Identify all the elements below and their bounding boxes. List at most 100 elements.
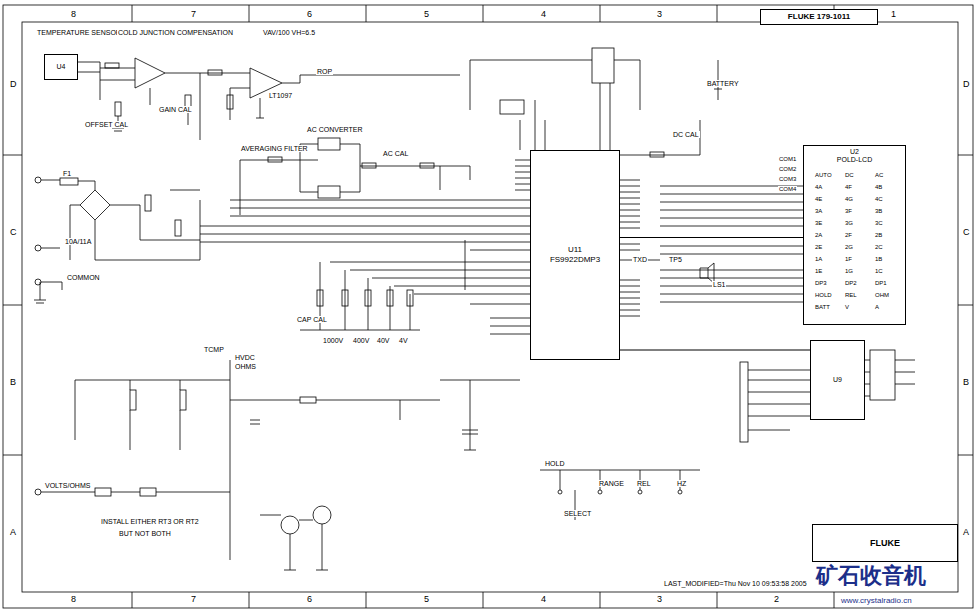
schematic-label: www.crystalradio.cn xyxy=(840,597,913,605)
schematic-label: 2A xyxy=(814,232,823,238)
schematic-label: COLD JUNCTION COMPENSATION xyxy=(117,29,234,36)
schematic-label: 6 xyxy=(306,10,313,19)
schematic-label: 3G xyxy=(844,220,854,226)
schematic-label: 2C xyxy=(874,244,884,250)
schematic-label: 1E xyxy=(814,268,823,274)
schematic-label: HOLD xyxy=(544,460,565,467)
schematic-label: 400V xyxy=(352,337,370,344)
schematic-label: AC xyxy=(874,172,884,178)
signal-bus xyxy=(620,237,803,238)
schematic-label: DC xyxy=(844,172,855,178)
component-box: U9 xyxy=(810,340,865,420)
schematic-label: 4V xyxy=(398,337,409,344)
schematic-label: D xyxy=(962,80,971,89)
schematic-label: LT1097 xyxy=(268,92,293,99)
schematic-label: 8 xyxy=(70,10,77,19)
signal-bus xyxy=(620,350,810,351)
schematic-label: 4F xyxy=(844,184,853,190)
schematic-label: 5 xyxy=(423,10,430,19)
schematic-label: 40V xyxy=(376,337,390,344)
schematic-label: OFFSET CAL xyxy=(84,121,129,128)
schematic-label: OHM xyxy=(874,292,890,298)
schematic-label: COM2 xyxy=(778,166,797,172)
schematic-label: 2F xyxy=(844,232,853,238)
schematic-label: COM3 xyxy=(778,176,797,182)
schematic-label: AC CAL xyxy=(382,150,409,157)
schematic-label: 2B xyxy=(874,232,883,238)
schematic-label: 3A xyxy=(814,208,823,214)
schematic-label: 1F xyxy=(844,256,853,262)
schematic-label: 3C xyxy=(874,220,884,226)
schematic-label: 矿石收音机 xyxy=(815,565,927,587)
schematic-label: 1000V xyxy=(322,337,344,344)
schematic-label: COMMON xyxy=(66,274,101,281)
schematic-label: INSTALL EITHER RT3 OR RT2 xyxy=(100,518,200,525)
schematic-label: 8 xyxy=(70,595,77,604)
schematic-label: C xyxy=(962,228,971,237)
schematic-label: 4E xyxy=(814,196,823,202)
schematic-label: 4 xyxy=(540,595,547,604)
schematic-label: SELECT xyxy=(563,510,592,517)
schematic-label: DC CAL xyxy=(672,131,700,138)
schematic-label: CAP CAL xyxy=(296,316,328,323)
schematic-label: AUTO xyxy=(814,172,833,178)
component-box: FLUKE xyxy=(812,524,958,562)
part-label: U4 xyxy=(57,63,66,71)
schematic-label: OHMS xyxy=(234,363,257,370)
schematic-label: BATT xyxy=(814,304,831,310)
schematic-label: DP1 xyxy=(874,280,888,286)
schematic-label: TEMPERATURE SENSOR xyxy=(36,29,122,36)
schematic-label: 4A xyxy=(814,184,823,190)
schematic-label: 1A xyxy=(814,256,823,262)
schematic-label: LS1 xyxy=(712,281,726,288)
schematic-label: B xyxy=(962,378,970,387)
schematic-label: 7 xyxy=(190,595,197,604)
part-label: FS9922DMP3 xyxy=(550,255,600,265)
schematic-label: F1 xyxy=(62,170,72,177)
schematic-label: 1C xyxy=(874,268,884,274)
schematic-label: AC CONVERTER xyxy=(306,126,364,133)
schematic-label: 3 xyxy=(656,10,663,19)
schematic-label: DP3 xyxy=(814,280,828,286)
part-label: U2 xyxy=(850,148,859,156)
part-label: U9 xyxy=(833,376,842,384)
schematic-label: 5 xyxy=(423,595,430,604)
schematic-label: GAIN CAL xyxy=(158,106,193,113)
schematic-label: 10A/11A xyxy=(64,238,92,245)
schematic-label: HOLD xyxy=(814,292,833,298)
schematic-label: 4B xyxy=(874,184,883,190)
schematic-label: B xyxy=(9,378,17,387)
schematic-label: A xyxy=(962,528,970,537)
schematic-label: 4 xyxy=(540,10,547,19)
schematic-label: V xyxy=(844,304,850,310)
schematic-label: C xyxy=(9,228,18,237)
schematic-label: A xyxy=(874,304,880,310)
schematic-label: BATTERY xyxy=(706,80,740,87)
schematic-label: TCMP xyxy=(203,346,225,353)
schematic-label: HZ xyxy=(676,480,687,487)
schematic-label: 1G xyxy=(844,268,854,274)
schematic-label: 3E xyxy=(814,220,823,226)
component-box: FLUKE 179-1011 xyxy=(760,9,878,25)
schematic-label: 2 xyxy=(773,595,780,604)
schematic-label: DP2 xyxy=(844,280,858,286)
part-label: FLUKE xyxy=(870,538,900,549)
component-box: U4 xyxy=(44,54,78,80)
schematic-label: LAST_MODIFIED=Thu Nov 10 09:53:58 2005 xyxy=(663,580,808,587)
schematic-label: D xyxy=(9,80,18,89)
schematic-label: 3B xyxy=(874,208,883,214)
schematic-label: 6 xyxy=(306,595,313,604)
part-label: FLUKE 179-1011 xyxy=(788,12,850,22)
schematic-label: 1 xyxy=(890,10,897,19)
schematic-label: 2G xyxy=(844,244,854,250)
schematic-label: TXD xyxy=(632,256,648,263)
schematic-label: A xyxy=(9,528,17,537)
schematic-label: BUT NOT BOTH xyxy=(118,530,172,537)
schematic-label: RANGE xyxy=(598,480,625,487)
schematic-label: 7 xyxy=(190,10,197,19)
schematic-label: 4G xyxy=(844,196,854,202)
schematic-label: AVERAGING FILTER xyxy=(240,145,309,152)
schematic-label: REL xyxy=(844,292,858,298)
schematic-label: REL xyxy=(636,480,652,487)
